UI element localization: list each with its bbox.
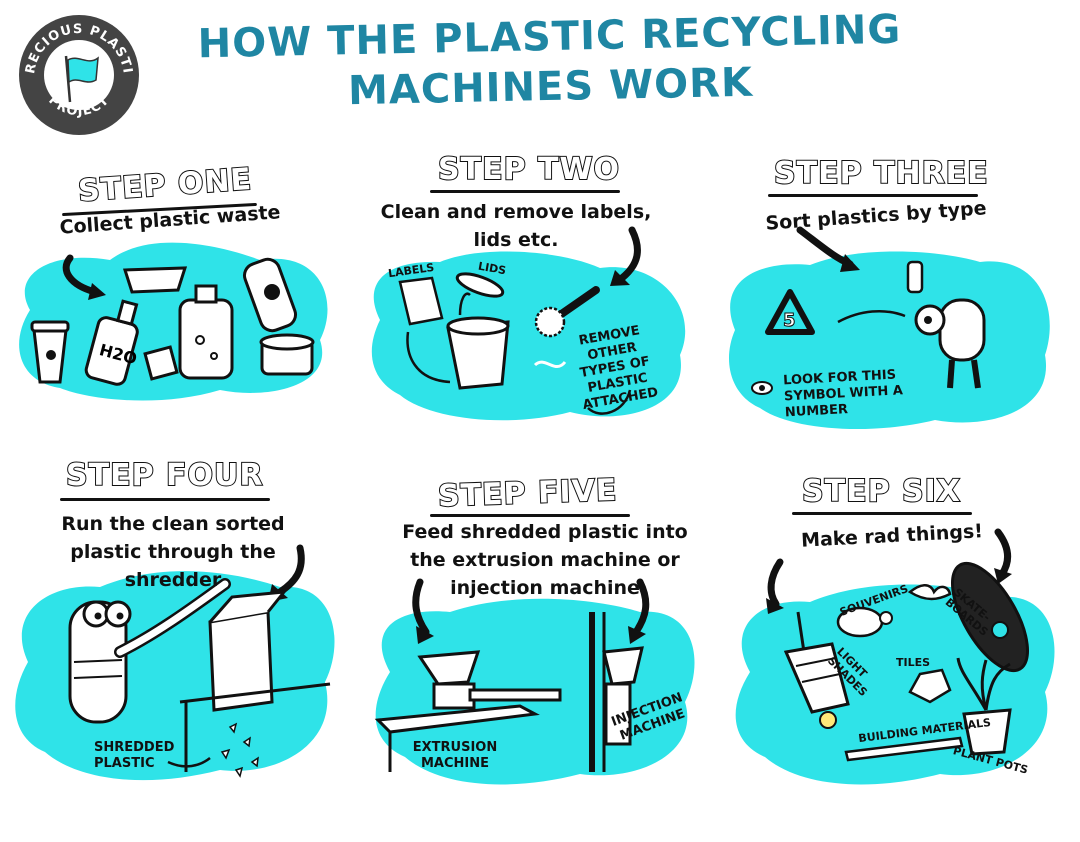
heading-underline [768, 194, 978, 197]
arrow-icon [767, 558, 784, 608]
arrow-icon [994, 528, 1011, 578]
container-icon [122, 266, 188, 294]
step-heading: STEP SIX [801, 473, 961, 510]
curved-arrow-icon [406, 331, 451, 384]
arrow-icon [796, 226, 854, 268]
skateboard-icon [950, 561, 1030, 673]
look-label: LOOK FOR THIS SYMBOL WITH A NUMBER [782, 367, 904, 421]
step-six: STEP SIX Make rad things! SOUVENIRS SKAT… [720, 452, 1060, 842]
character-icon [68, 600, 132, 724]
whale-tail-icon [907, 584, 952, 601]
arrow-icon [618, 226, 641, 282]
cup-icon [446, 316, 510, 390]
step-heading: STEP FOUR [65, 457, 264, 494]
arrow-icon [276, 544, 305, 596]
plant-pot-icon [956, 657, 1012, 756]
eye-icon [751, 381, 773, 395]
extrusion-label: EXTRUSION MACHINE [412, 740, 498, 771]
heading-underline [792, 512, 972, 515]
recycle-number: 5 [783, 310, 796, 331]
building-material-icon [844, 736, 964, 762]
step-three: 5 STEP THREE Sort plastics by type LOOK … [720, 150, 1060, 540]
shredded-plastic-icon [220, 722, 259, 778]
lid-icon [455, 272, 505, 298]
remove-label: REMOVE OTHER TYPES OF PLASTIC ATTACHED [577, 323, 660, 414]
curved-arrow-icon [587, 389, 632, 415]
step-five: STEP FIVE Feed shredded plastic into the… [360, 452, 700, 842]
shredder-icon [179, 590, 331, 772]
step-six-illustration [735, 528, 1055, 785]
step-four: STEP FOUR Run the clean sorted plastic t… [0, 452, 340, 842]
recycle-symbol-icon: 5 [765, 289, 815, 335]
tile-icon [908, 668, 952, 704]
heading-underline [60, 498, 270, 501]
step-description: Feed shredded plastic into the extrusion… [402, 521, 688, 599]
arrow-icon [62, 254, 99, 296]
turtle-icon [836, 606, 893, 638]
step-two-illustration [371, 226, 686, 421]
label-paper-icon [398, 276, 444, 326]
arrow-icon [837, 310, 906, 324]
light-shade-icon [783, 611, 850, 729]
step-heading: STEP FIVE [436, 472, 618, 515]
curved-arrow-icon [458, 292, 471, 316]
step-heading: STEP TWO [437, 151, 621, 188]
flag-icon [64, 55, 99, 103]
tiles-label: TILES [896, 656, 931, 669]
small-cup-icon [143, 345, 179, 381]
step-one-illustration: H2O [19, 242, 328, 401]
character-icon [906, 260, 986, 389]
brush-icon [534, 286, 600, 338]
arrow-icon [632, 578, 650, 636]
arrow-icon [412, 578, 430, 636]
arrow-icon [167, 757, 211, 768]
heading-underline [430, 514, 630, 517]
step-one: H2O STEP ONE Collect plastic waste [0, 150, 340, 540]
step-three-illustration: 5 [728, 226, 1050, 430]
shredded-label: SHREDDED PLASTIC [94, 740, 175, 771]
tub-icon [259, 333, 315, 376]
spray-bottle-icon [242, 257, 298, 333]
step-description: Clean and remove labels, lids etc. [380, 201, 652, 251]
water-bottle-icon: H2O [84, 299, 139, 386]
step-five-illustration [374, 578, 695, 785]
precious-plastic-logo: PRECIOUS PLASTIC PROJECT [18, 14, 139, 135]
cup-icon [30, 320, 70, 384]
page-title: HOW THE PLASTIC RECYCLING MACHINES WORK [169, 4, 931, 120]
extrusion-machine-icon [374, 650, 562, 772]
step-description: Run the clean sorted plastic through the… [61, 513, 285, 591]
heading-underline [430, 190, 620, 193]
injection-machine-icon [589, 612, 644, 772]
step-heading: STEP THREE [773, 155, 989, 192]
step-four-illustration [15, 544, 335, 781]
step-two: STEP TWO Clean and remove labels, lids e… [360, 150, 700, 540]
milk-jug-icon [178, 284, 234, 380]
